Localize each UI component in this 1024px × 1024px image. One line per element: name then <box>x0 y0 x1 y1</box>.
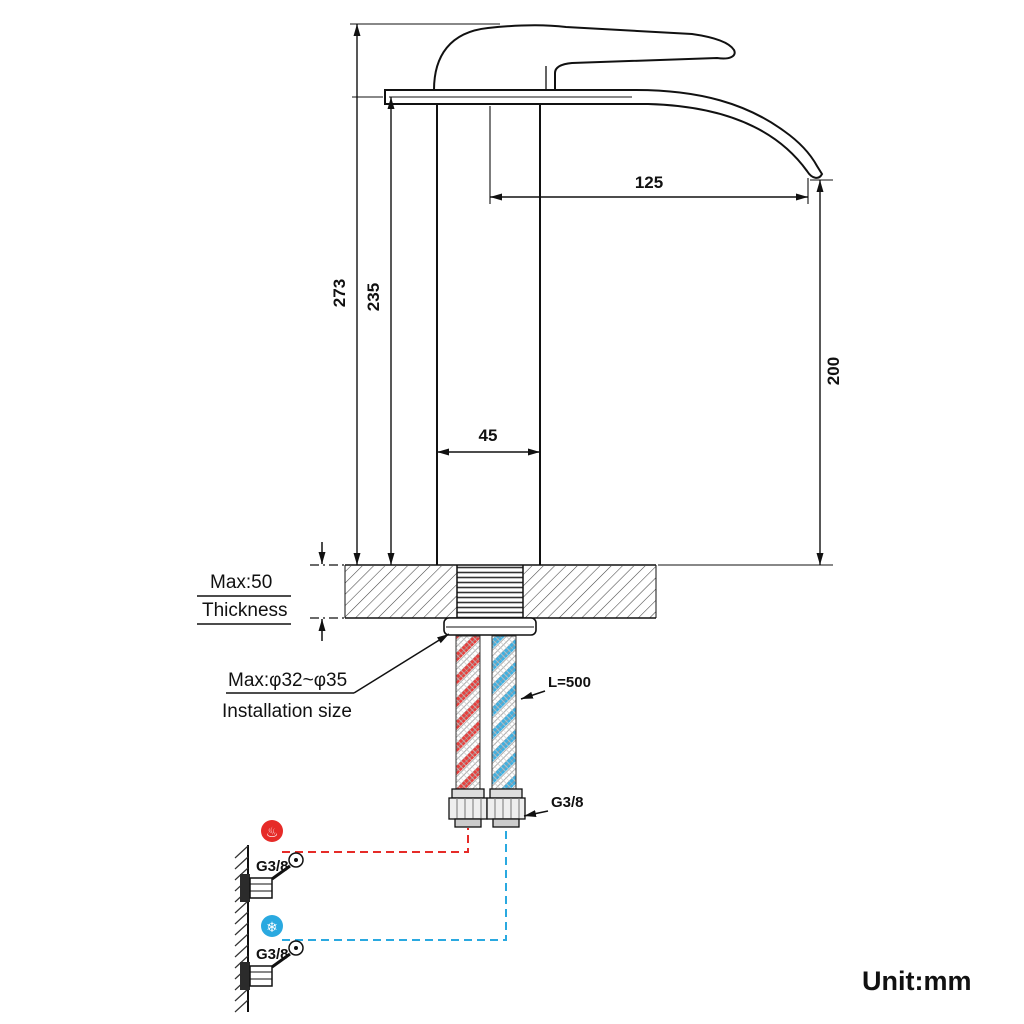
dimension-273: 273 <box>330 23 500 565</box>
hot-connector-label: G3/8 <box>256 858 289 875</box>
dim-125-value: 125 <box>635 173 663 192</box>
dimension-125: 125 <box>489 106 809 204</box>
countertop-hatch-right <box>523 566 656 618</box>
hot-supply-hose <box>455 635 481 790</box>
deck-thickness-label-1: Max:50 <box>210 572 272 593</box>
cold-valve-stem <box>271 952 291 969</box>
hot-valve-flange <box>240 874 250 902</box>
installation-leader-arrow <box>353 633 450 694</box>
hot-angle-valve <box>240 852 304 902</box>
dimension-45: 45 <box>437 426 540 456</box>
cold-icon-glyph: ❄ <box>266 919 278 935</box>
cold-connector-label: G3/8 <box>256 946 289 963</box>
faucet-spout <box>384 89 824 179</box>
hot-supply-line <box>282 828 469 853</box>
deck-thickness-label-2: Thickness <box>202 600 288 621</box>
cold-valve-flange <box>240 962 250 990</box>
dimension-200: 200 <box>658 179 843 566</box>
hose-connector-label: G3/8 <box>551 794 584 811</box>
hot-valve-stem <box>271 864 291 881</box>
cold-water-icon: ❄ <box>261 915 283 937</box>
hot-hose-nut <box>448 788 488 828</box>
countertop: Max:50 Thickness <box>197 542 657 641</box>
hot-valve-body <box>249 877 273 899</box>
faucet-shank-threads <box>457 566 523 618</box>
faucet-body <box>437 104 540 566</box>
cold-valve-body <box>249 965 273 987</box>
cold-angle-valve <box>240 940 304 990</box>
cold-supply-hose <box>491 635 517 790</box>
faucet-handle <box>432 24 736 91</box>
dim-45-value: 45 <box>479 426 498 445</box>
installation-hole-label-1: Max:φ32~φ35 <box>228 670 347 691</box>
hot-water-icon: ♨ <box>261 820 283 842</box>
cold-hose-nut <box>486 788 526 828</box>
unit-label: Unit:mm <box>862 966 972 996</box>
dim-273-value: 273 <box>330 279 349 307</box>
dim-235-value: 235 <box>364 283 383 311</box>
dimension-235: 235 <box>352 96 395 565</box>
under-counter-assembly: L=500 G3/8 <box>443 617 591 828</box>
hose-length-label: L=500 <box>548 674 591 691</box>
hose-length-leader-arrow <box>520 690 546 700</box>
countertop-hatch-left <box>345 566 457 618</box>
faucet-drawing <box>384 24 824 566</box>
installation-size-callout: Max:φ32~φ35 Installation size <box>222 633 450 722</box>
dim-200-value: 200 <box>824 357 843 385</box>
supply-routing <box>282 828 507 941</box>
hot-icon-glyph: ♨ <box>266 824 279 840</box>
installation-hole-label-2: Installation size <box>222 701 352 722</box>
cold-supply-line <box>282 828 507 941</box>
hose-connector-leader-arrow <box>523 810 549 817</box>
